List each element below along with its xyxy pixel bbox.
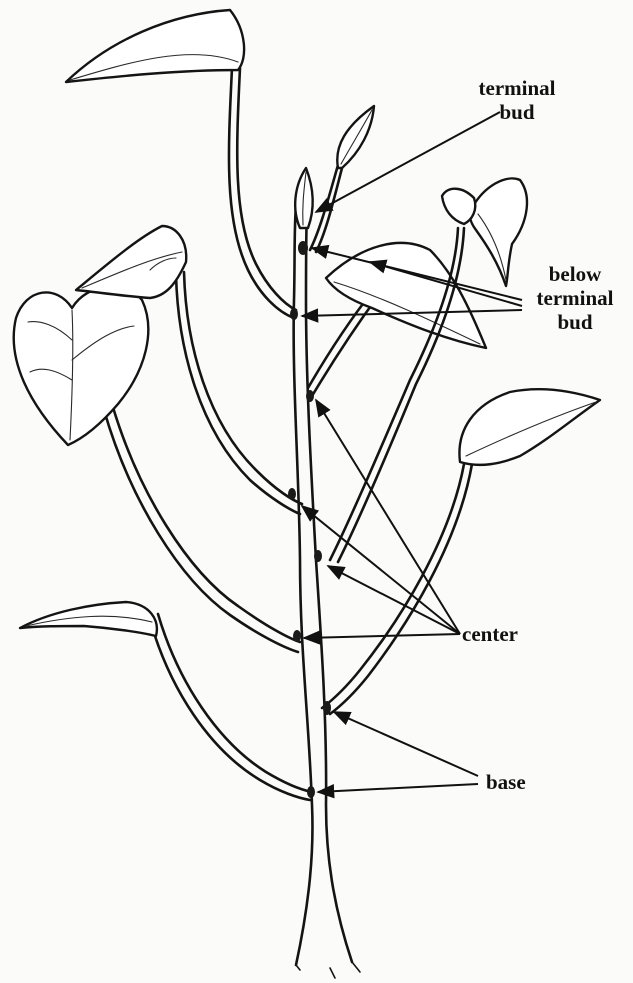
label-below-line2: terminal — [520, 286, 630, 310]
arrow-base-1 — [334, 712, 478, 776]
upper-small-leaf — [310, 106, 374, 252]
label-terminal-bud: terminal bud — [462, 76, 572, 124]
terminal-bud — [295, 168, 313, 228]
node-below-bud — [298, 241, 308, 255]
label-center: center — [462, 622, 552, 646]
lower-left-leaf — [20, 602, 312, 800]
node-center-3 — [314, 550, 322, 562]
label-base: base — [486, 770, 556, 794]
node-center-1 — [306, 390, 314, 402]
node-center-2 — [288, 488, 296, 500]
arrow-center-1 — [316, 400, 460, 634]
label-below-terminal-bud: below terminal bud — [520, 262, 630, 334]
node-center-4 — [293, 630, 301, 642]
node-base-2 — [307, 786, 315, 798]
arrow-center-4 — [304, 634, 460, 638]
label-terminal-bud-line2: bud — [462, 100, 572, 124]
node-base-1 — [323, 701, 331, 715]
right-top-leaf — [330, 178, 527, 562]
label-terminal-bud-line1: terminal — [462, 76, 572, 100]
label-below-line1: below — [520, 262, 630, 286]
arrow-base-2 — [318, 784, 478, 792]
label-below-line3: bud — [520, 310, 630, 334]
node-upper — [290, 308, 298, 320]
lower-right-leaf — [322, 389, 600, 714]
